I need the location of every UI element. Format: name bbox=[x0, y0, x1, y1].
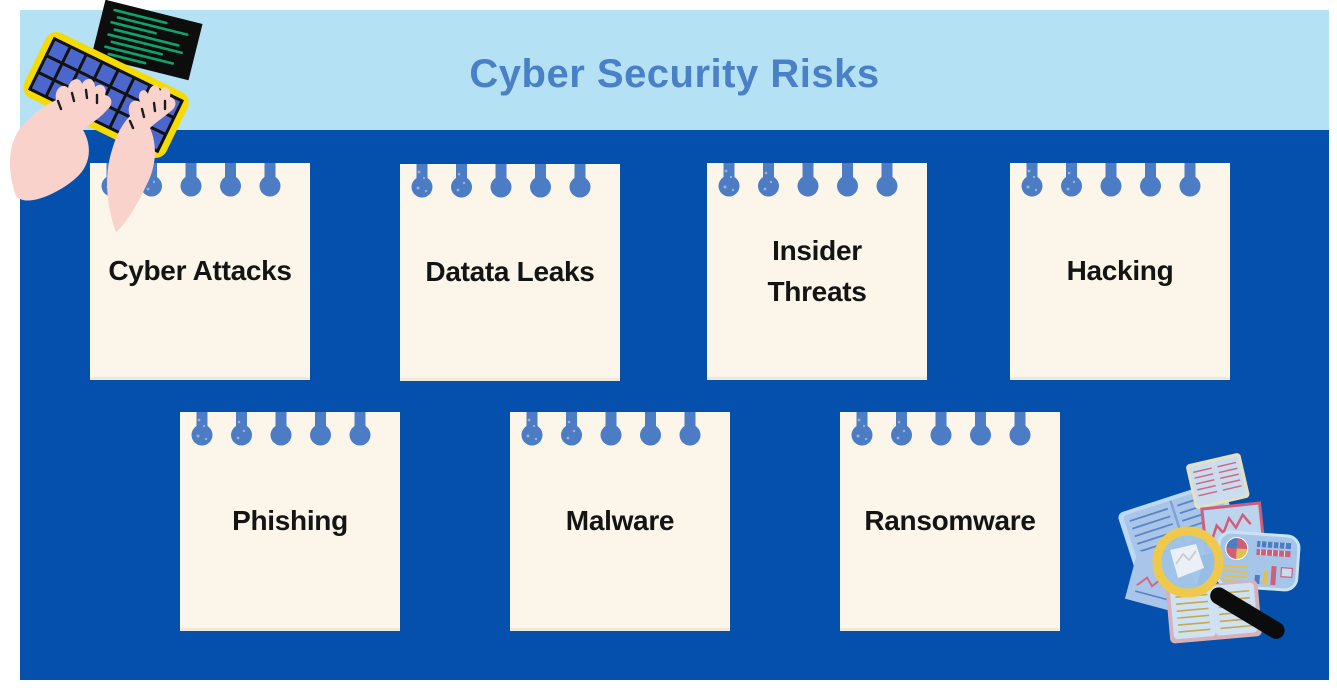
left-hand-icon bbox=[9, 78, 112, 201]
card-label: Datata Leaks bbox=[425, 256, 595, 288]
keyboard-typing-illustration bbox=[9, 0, 203, 232]
card-label: Phishing bbox=[232, 505, 348, 537]
page-title: Cyber Security Risks bbox=[469, 51, 880, 96]
card-label: Hacking bbox=[1066, 255, 1174, 287]
risk-card-hacking: Hacking bbox=[1010, 163, 1230, 380]
header-band bbox=[20, 10, 1329, 130]
magnifier-handle-icon bbox=[1210, 587, 1285, 639]
magnifier-research-illustration bbox=[1118, 453, 1301, 644]
card-label: Ransomware bbox=[864, 505, 1036, 537]
risk-card-phishing: Phishing bbox=[180, 412, 400, 631]
risk-card-data-leaks: Datata Leaks bbox=[400, 164, 620, 381]
poster-background: Cyber Security Risks Cyber Attacks Datat… bbox=[20, 10, 1329, 680]
risk-card-ransomware: Ransomware bbox=[840, 412, 1060, 631]
small-book-icon bbox=[1186, 453, 1250, 509]
risk-card-insider-threats: Insider Threats bbox=[707, 163, 927, 380]
risk-card-cyber-attacks: Cyber Attacks bbox=[90, 163, 310, 380]
card-label: Insider Threats bbox=[767, 234, 867, 307]
risk-card-malware: Malware bbox=[510, 412, 730, 631]
card-label: Malware bbox=[565, 505, 675, 537]
magnifying-glass-icon bbox=[1152, 526, 1224, 598]
card-label: Cyber Attacks bbox=[108, 255, 292, 287]
right-hand-icon bbox=[107, 85, 176, 232]
dashboard-card-icon bbox=[1215, 530, 1301, 592]
code-screen-icon bbox=[91, 0, 203, 81]
